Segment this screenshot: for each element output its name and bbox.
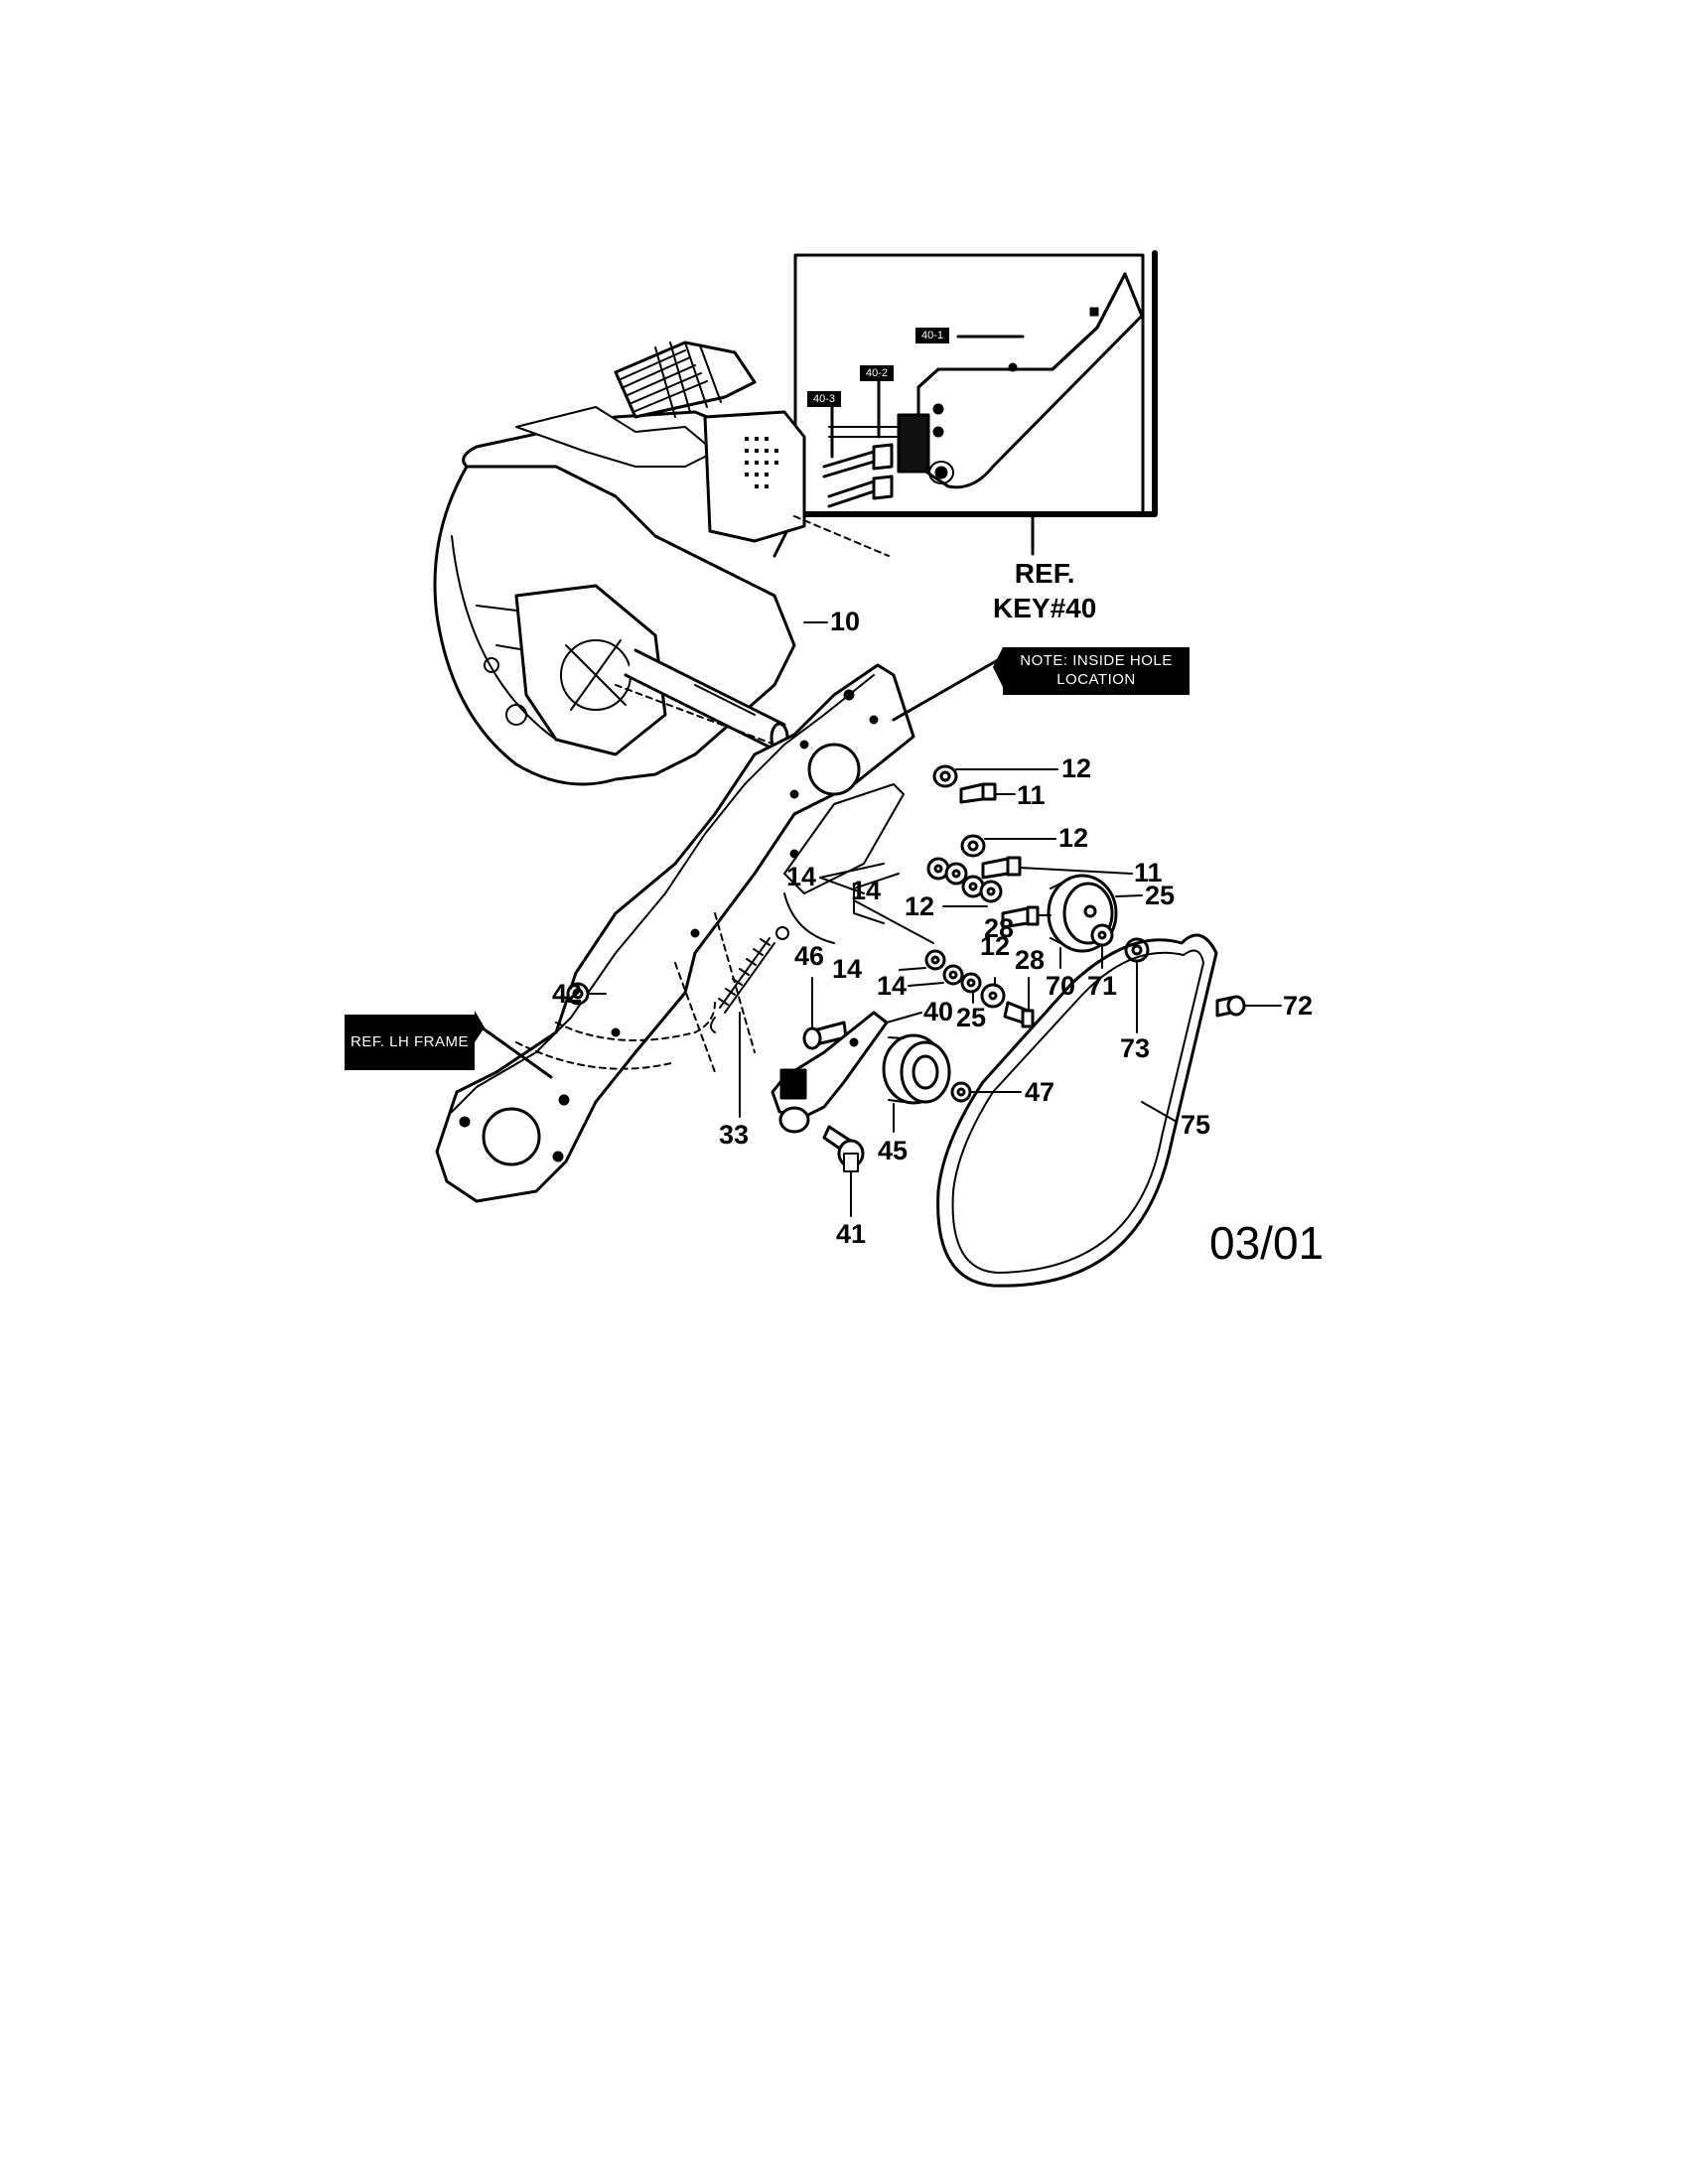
ref-line-2: KEY#40 bbox=[993, 593, 1097, 623]
part-label-72: 72 bbox=[1283, 991, 1314, 1021]
part-label-11: 11 bbox=[1134, 858, 1163, 887]
part-label-28: 28 bbox=[1015, 945, 1046, 975]
part-label-41: 41 bbox=[836, 1219, 867, 1249]
spring bbox=[710, 926, 789, 1033]
idler-assembly bbox=[771, 1011, 951, 1134]
part-label-14: 14 bbox=[851, 876, 882, 905]
part-label-45: 45 bbox=[878, 1136, 909, 1165]
part-label-47: 47 bbox=[1025, 1077, 1055, 1107]
part-label-10: 10 bbox=[830, 607, 861, 636]
inset-detail bbox=[793, 250, 1158, 517]
part-label-71: 71 bbox=[1087, 971, 1118, 1001]
note-inside-hole-callout: NOTE: INSIDE HOLE LOCATION bbox=[1003, 647, 1190, 695]
part-label-14: 14 bbox=[786, 862, 817, 891]
hardware bbox=[566, 764, 1246, 1172]
v-belt bbox=[936, 933, 1218, 1288]
inset-ref-label: REF. KEY#40 bbox=[993, 556, 1096, 625]
ref-line-1: REF. bbox=[1014, 558, 1075, 589]
ref-lh-frame-callout: REF. LH FRAME bbox=[345, 1015, 475, 1070]
part-label-33: 33 bbox=[719, 1120, 750, 1150]
engine-assembly bbox=[433, 341, 806, 786]
part-label-70: 70 bbox=[1046, 971, 1076, 1001]
inset-label-40-1: 40-1 bbox=[915, 328, 950, 343]
part-label-73: 73 bbox=[1120, 1033, 1151, 1063]
inset-label-40-2: 40-2 bbox=[860, 365, 895, 381]
leader-lines bbox=[473, 621, 1282, 1217]
part-label-12: 12 bbox=[980, 931, 1011, 961]
part-label-12: 12 bbox=[905, 891, 935, 921]
part-label-12: 12 bbox=[1061, 753, 1092, 783]
part-label-25: 25 bbox=[956, 1003, 987, 1032]
part-label-46: 46 bbox=[794, 941, 825, 971]
part-label-14: 14 bbox=[832, 954, 863, 984]
part-label-14: 14 bbox=[877, 971, 908, 1001]
part-label-12: 12 bbox=[1058, 823, 1089, 853]
part-label-25: 25 bbox=[1145, 881, 1176, 910]
inset-label-40-3: 40-3 bbox=[807, 391, 842, 407]
date-code: 03/01 bbox=[1209, 1217, 1325, 1269]
part-label-11: 11 bbox=[1017, 780, 1046, 810]
part-label-40: 40 bbox=[923, 997, 954, 1026]
frame-plate bbox=[435, 663, 915, 1203]
part-label-42: 42 bbox=[552, 979, 583, 1009]
part-label-75: 75 bbox=[1181, 1110, 1211, 1140]
part-label-28: 28 bbox=[984, 913, 1015, 943]
